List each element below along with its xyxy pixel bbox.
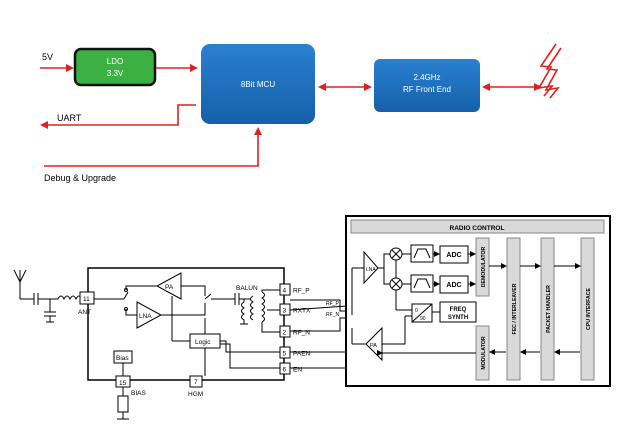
rf-freq-label: 2.4GHz bbox=[413, 73, 440, 82]
pa-label: PA bbox=[165, 284, 174, 291]
cpu-interface-block bbox=[580, 237, 595, 381]
inductor-icon bbox=[57, 295, 83, 301]
pin-5-num: 5 bbox=[283, 351, 287, 358]
radio-block bbox=[345, 215, 611, 387]
pin-11 bbox=[79, 291, 95, 305]
pin-4-num: 4 bbox=[283, 288, 287, 295]
rf-p-small-label: RF_P bbox=[326, 301, 339, 307]
cpu-interface-label: CPU INTERFACE bbox=[586, 288, 592, 330]
input-5v-label: 5V bbox=[42, 52, 53, 62]
uart-label: UART bbox=[57, 113, 82, 123]
rf-front-end-label: RF Front End bbox=[403, 85, 451, 94]
pin-15-label: 15 bbox=[119, 380, 127, 387]
hgm-label: HGM bbox=[188, 391, 203, 398]
pin-2-num: 2 bbox=[283, 330, 287, 337]
pin-11-label: 11 bbox=[83, 296, 90, 303]
pin-6-num: 6 bbox=[283, 367, 287, 374]
ldo-block bbox=[73, 47, 157, 87]
rf-n-label: RF_N bbox=[293, 330, 310, 337]
system-block-diagram: 5V LDO 3.3V 8Bit MCU 2.4GHz RF Front End… bbox=[40, 43, 562, 183]
bias-resistor-icon bbox=[117, 395, 129, 413]
paen-label: PAEN bbox=[293, 351, 311, 358]
front-end-chip bbox=[87, 267, 285, 381]
ant-label: ANT bbox=[78, 309, 91, 316]
rf-front-end-block bbox=[374, 59, 480, 112]
modulator-label: MODULATOR bbox=[481, 336, 487, 369]
ldo-voltage-label: 3.3V bbox=[107, 69, 124, 78]
wireless-icon bbox=[537, 43, 557, 97]
bias-pin-label: BIAS bbox=[131, 390, 146, 397]
pin-7 bbox=[189, 375, 203, 388]
bias-label: Bias bbox=[116, 355, 129, 362]
freq-synth-block bbox=[439, 301, 477, 323]
phase-0-label: 0 bbox=[415, 308, 418, 314]
front-end-schematic bbox=[13, 267, 348, 420]
rf-n-small-label: RF_N bbox=[326, 312, 339, 318]
packet-handler-label: PACKET HANDLER bbox=[546, 285, 552, 333]
rxtx-label: RXTX bbox=[293, 308, 311, 315]
radio-lna-label: LNA bbox=[366, 267, 376, 273]
freq-label: FREQ bbox=[450, 307, 467, 313]
demodulator-block bbox=[475, 237, 490, 297]
pin-3-num: 3 bbox=[283, 308, 287, 315]
radio-pa-label: PA bbox=[370, 343, 377, 349]
adc-i-label: ADC bbox=[446, 252, 461, 259]
fec-interleaver-block bbox=[506, 237, 521, 381]
adc-q-label: ADC bbox=[446, 282, 461, 289]
fec-interleaver-label: FEC / INTERLEAVER bbox=[512, 283, 518, 334]
rf-p-label: RF_P bbox=[293, 288, 310, 295]
en-label: EN bbox=[293, 367, 302, 374]
mcu-label: 8Bit MCU bbox=[241, 80, 275, 89]
filter-q-block bbox=[410, 274, 434, 293]
balun-inductor-icon bbox=[241, 299, 245, 324]
radio-control-bar bbox=[350, 219, 605, 234]
balun-icon bbox=[250, 295, 254, 321]
pin-7-label: 7 bbox=[194, 379, 198, 386]
arrow-uart bbox=[40, 104, 196, 129]
demodulator-label: DEMODULATOR bbox=[481, 247, 487, 288]
antenna-icon bbox=[13, 269, 27, 299]
ldo-label: LDO bbox=[107, 57, 123, 66]
packet-handler-block bbox=[540, 237, 555, 381]
synth-label: SYNTH bbox=[448, 315, 468, 321]
lna-label: LNA bbox=[139, 313, 152, 320]
debug-upgrade-label: Debug & Upgrade bbox=[44, 173, 116, 183]
balun-label: BALUN bbox=[236, 285, 258, 292]
arrow-debug bbox=[44, 127, 262, 167]
phase-90-label: 90 bbox=[420, 316, 426, 322]
filter-i-block bbox=[410, 244, 434, 263]
mcu-block bbox=[201, 44, 315, 124]
radio-control-label: RADIO CONTROL bbox=[450, 225, 505, 232]
logic-label: Logic bbox=[195, 339, 211, 346]
pin-4 bbox=[279, 283, 291, 296]
